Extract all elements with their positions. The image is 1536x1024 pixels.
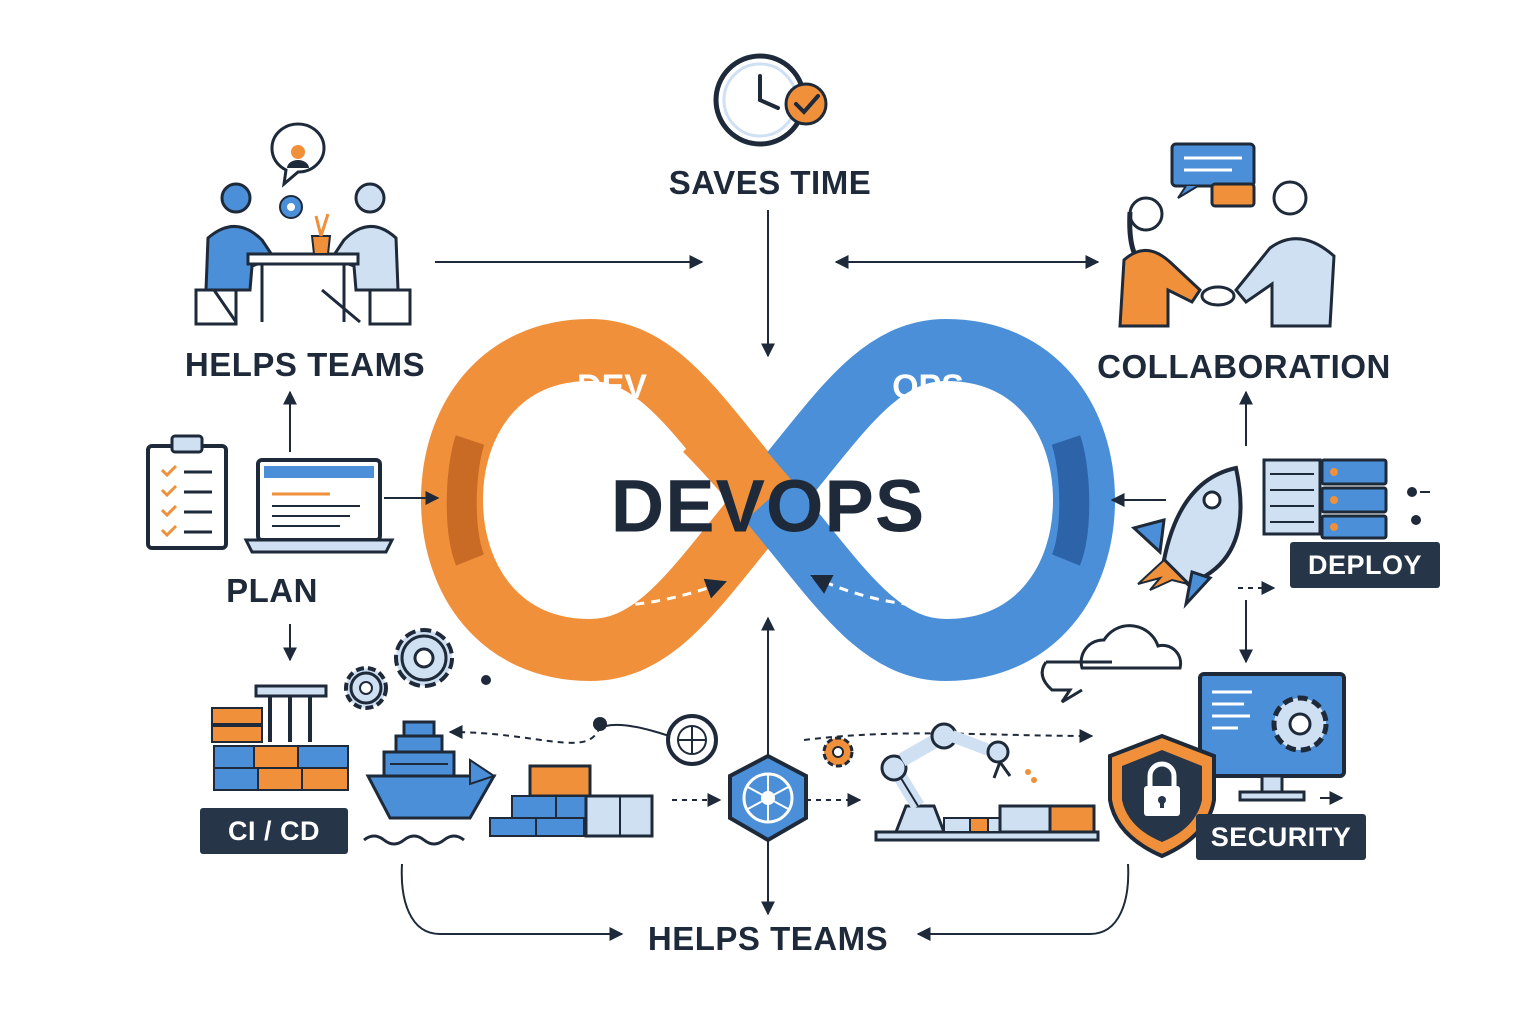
clock-check-icon (713, 53, 828, 147)
monitor-gear-icon (1198, 672, 1346, 802)
robot-arm-icon (874, 722, 1100, 842)
rocket-icon (1130, 465, 1243, 609)
plan-label: PLAN (226, 572, 318, 609)
devops-title: DEVOPS (610, 464, 926, 548)
team-meeting-icon (194, 122, 412, 326)
helps-teams-bottom-label: HELPS TEAMS (647, 920, 889, 957)
ops-label: OPS (892, 368, 964, 406)
dev-label: DEV (577, 368, 647, 406)
server-rack-icon (1262, 458, 1430, 540)
cloud-icon (1040, 624, 1183, 704)
helps-teams-top-label: HELPS TEAMS (184, 346, 426, 383)
laptop-code-icon (243, 458, 395, 554)
ci-cd-badge: CI / CD (200, 808, 348, 854)
deploy-badge: DEPLOY (1290, 542, 1440, 588)
security-shield-lock-icon (1108, 733, 1216, 859)
network-node-icon (666, 714, 718, 766)
clipboard-checklist-icon (146, 434, 228, 550)
kubernetes-helm-icon (728, 753, 808, 843)
saves-time-label: SAVES TIME (668, 164, 872, 201)
security-badge: SECURITY (1196, 814, 1366, 860)
stacked-crates-icon (489, 764, 654, 838)
collaboration-label: COLLABORATION (1097, 348, 1391, 385)
cargo-crates-icon (211, 684, 349, 791)
infinity-loop (420, 318, 1116, 682)
container-ship-icon (363, 720, 497, 846)
gears-icon (344, 628, 854, 768)
handshake-collaboration-icon (1118, 142, 1336, 328)
